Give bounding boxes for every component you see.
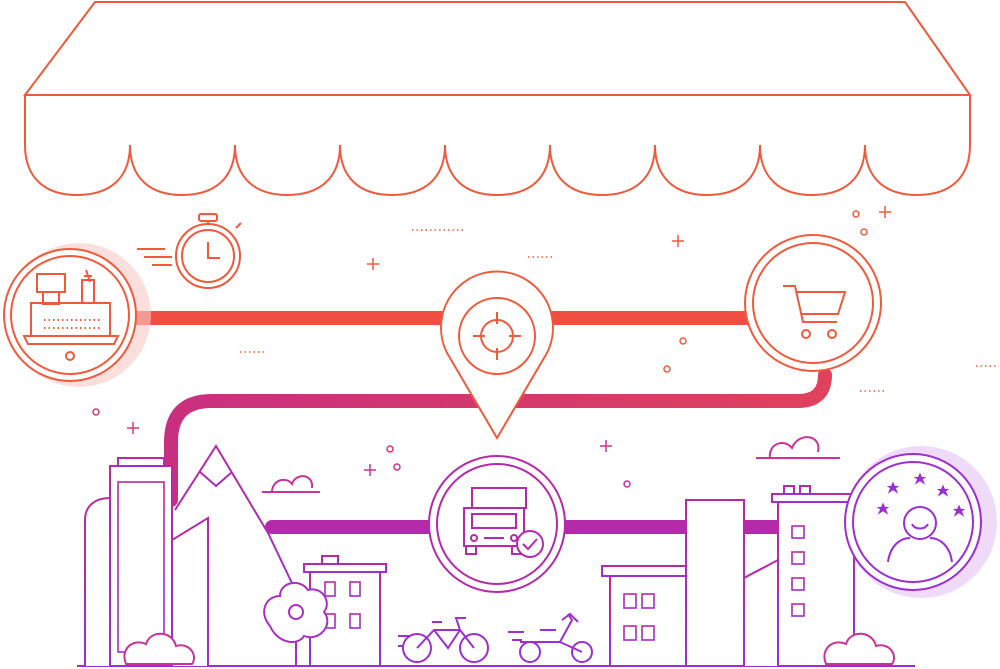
city-skyline xyxy=(84,444,861,667)
customer-rating-node xyxy=(844,446,997,598)
clouds xyxy=(123,436,895,665)
decorative-sparkles xyxy=(92,206,891,488)
shopping-cart-icon xyxy=(783,285,847,339)
shopping-cart-node xyxy=(744,234,882,372)
delivery-truck-node xyxy=(428,455,566,593)
location-pin-node xyxy=(440,270,554,440)
tree-icon xyxy=(263,581,329,666)
stopwatch-icon xyxy=(137,213,242,289)
bicycle-icon xyxy=(398,617,489,663)
location-pin-icon xyxy=(473,312,521,360)
delivery-truck-icon xyxy=(463,487,544,558)
scooter-icon xyxy=(508,612,593,663)
cash-register-icon xyxy=(22,269,120,361)
decorative-dot-lines xyxy=(240,229,998,392)
customer-rating-icon xyxy=(876,472,966,563)
shop-awning xyxy=(22,1,972,197)
cash-register-node xyxy=(3,243,151,387)
